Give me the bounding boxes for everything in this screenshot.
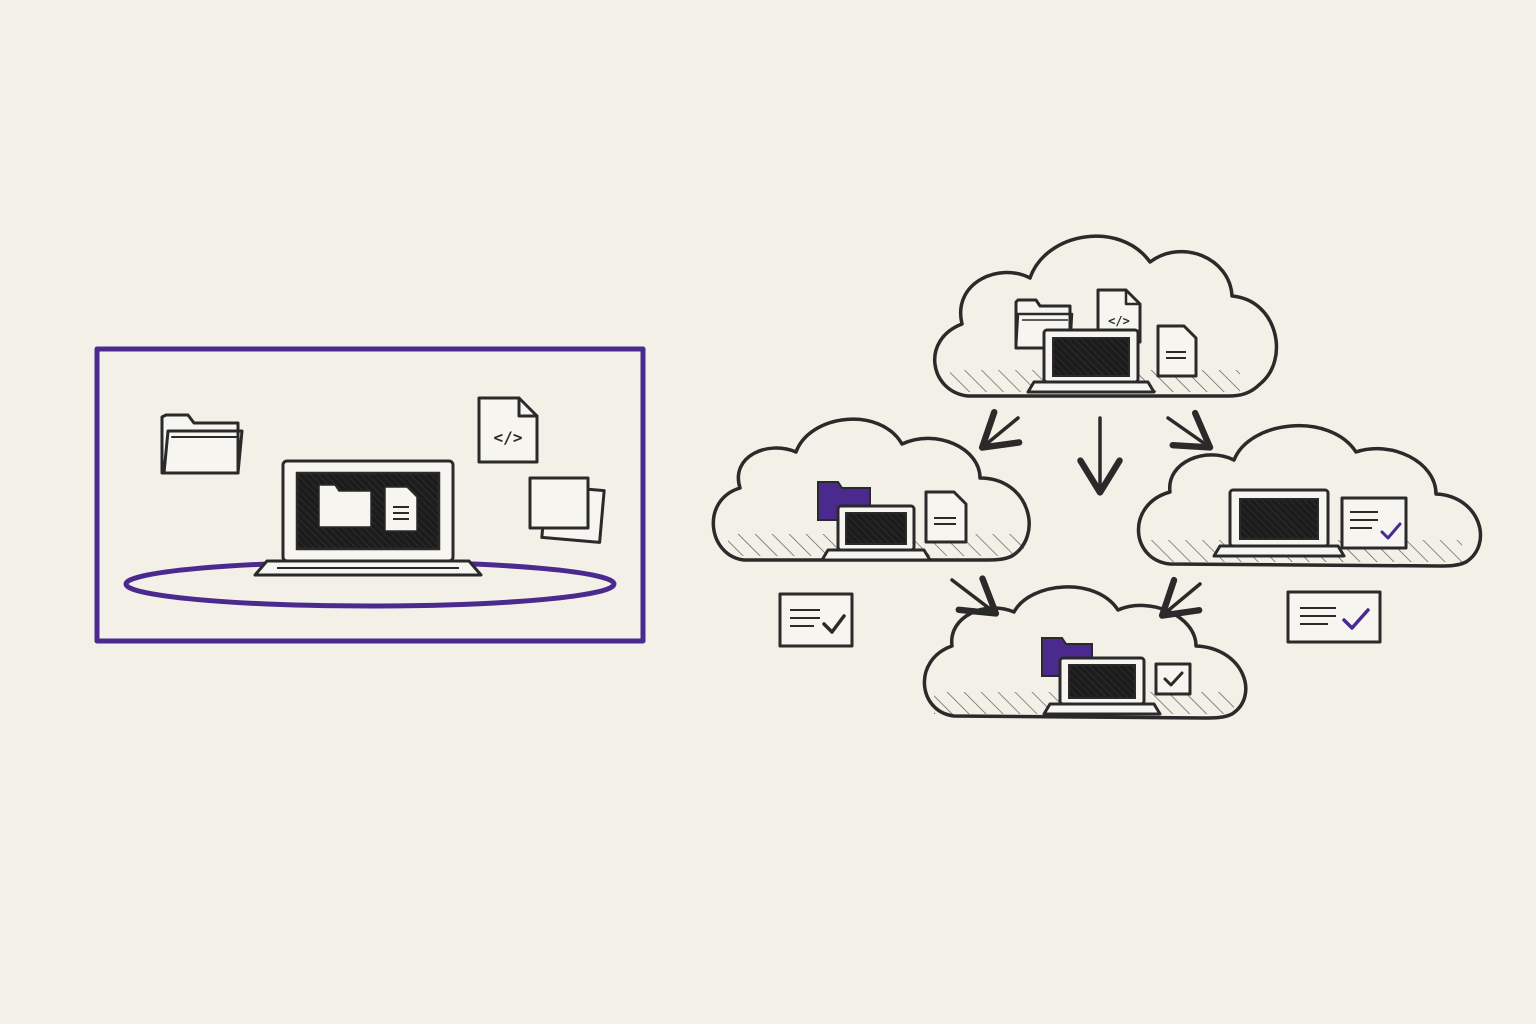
screen-document-icon <box>384 486 418 532</box>
laptop-icon <box>820 504 932 562</box>
left-panel: </> <box>94 346 646 644</box>
check-mark <box>1380 522 1402 540</box>
check-mark <box>822 614 846 634</box>
code-tag-label: </> <box>1108 314 1130 328</box>
code-file-icon: </> <box>477 396 539 464</box>
cloud-left <box>711 417 1031 562</box>
checked-document-icon <box>1340 496 1408 550</box>
right-diagram: </> <box>711 234 1483 720</box>
flow-arrows <box>950 408 1214 619</box>
document-icon <box>1156 324 1198 378</box>
screen-folder-icon <box>318 484 372 528</box>
cloud-right <box>1136 424 1483 568</box>
document-icon <box>924 490 968 544</box>
laptop-icon <box>253 459 483 577</box>
checked-card-left <box>778 592 854 648</box>
arrow-right-to-bottom <box>1158 576 1203 619</box>
folder-icon <box>160 413 244 475</box>
cloud-bottom <box>922 585 1248 720</box>
stacked-files-icon <box>528 476 606 544</box>
checked-card-right <box>1286 590 1382 644</box>
laptop-icon <box>1042 656 1162 716</box>
code-tag-label: </> <box>494 428 523 447</box>
check-badge-icon <box>1154 662 1192 696</box>
purple-frame <box>94 346 646 644</box>
arrow-top-to-left <box>978 408 1023 451</box>
laptop-icon <box>1026 328 1156 394</box>
laptop-icon <box>1212 488 1346 558</box>
arrow-left-to-bottom <box>950 575 1000 617</box>
check-mark <box>1342 608 1370 630</box>
arrow-top-to-right <box>1166 409 1214 451</box>
cloud-top: </> <box>933 234 1279 398</box>
